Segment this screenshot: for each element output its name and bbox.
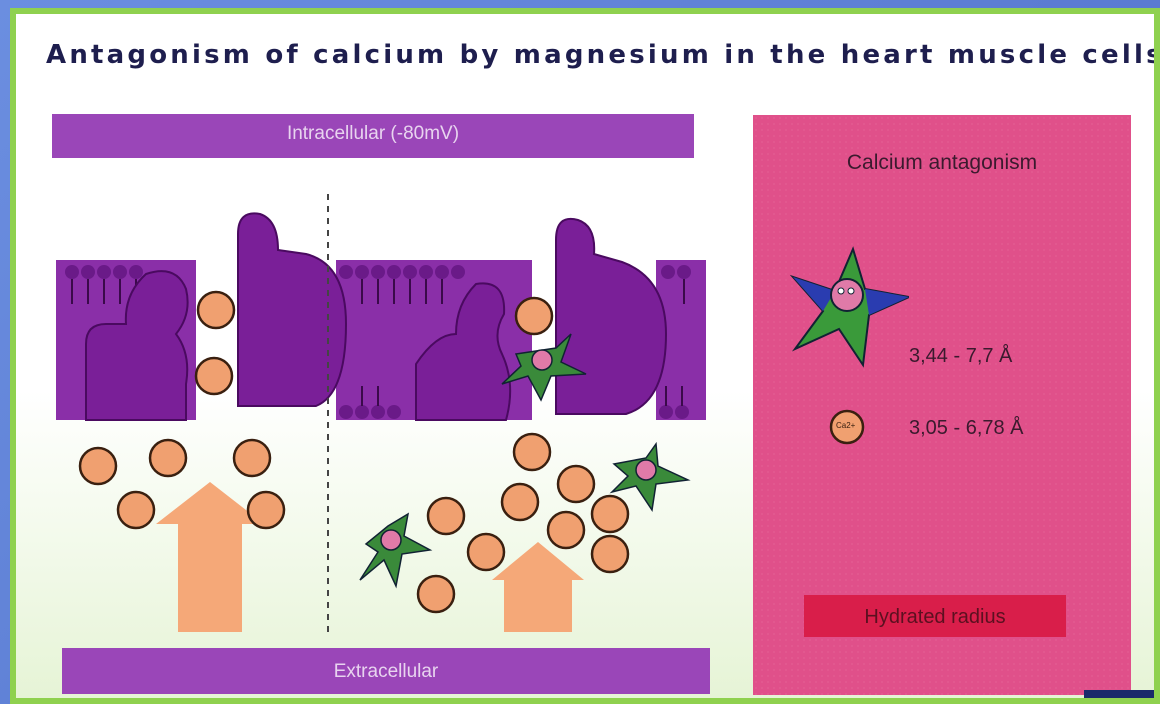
magnesium-star-icon <box>779 245 909 375</box>
calcium-radius-value: 3,05 - 6,78 Å <box>909 417 1024 440</box>
calcium-antagonism-panel: Calcium antagonism 3,44 - 7,7 Å Ca2+ 3,0… <box>753 115 1131 695</box>
extracellular-band: Extracellular <box>62 648 710 694</box>
influx-arrow-right <box>492 542 584 632</box>
channel-protein-left-inner <box>238 213 346 406</box>
channel-protein-right-inner <box>556 219 666 414</box>
panel-title: Calcium antagonism <box>753 151 1131 175</box>
slide: Antagonism of calcium by magnesium in th… <box>10 8 1160 704</box>
magnesium-radius-value: 3,44 - 7,7 Å <box>909 345 1012 368</box>
hydrated-radius-label: Hydrated radius <box>804 595 1066 637</box>
corner-logo <box>1084 690 1154 698</box>
calcium-symbol: Ca2+ <box>836 421 855 430</box>
membrane-diagram <box>16 14 756 654</box>
magnesium-ion-2 <box>612 444 688 510</box>
magnesium-ion-3 <box>360 514 430 586</box>
